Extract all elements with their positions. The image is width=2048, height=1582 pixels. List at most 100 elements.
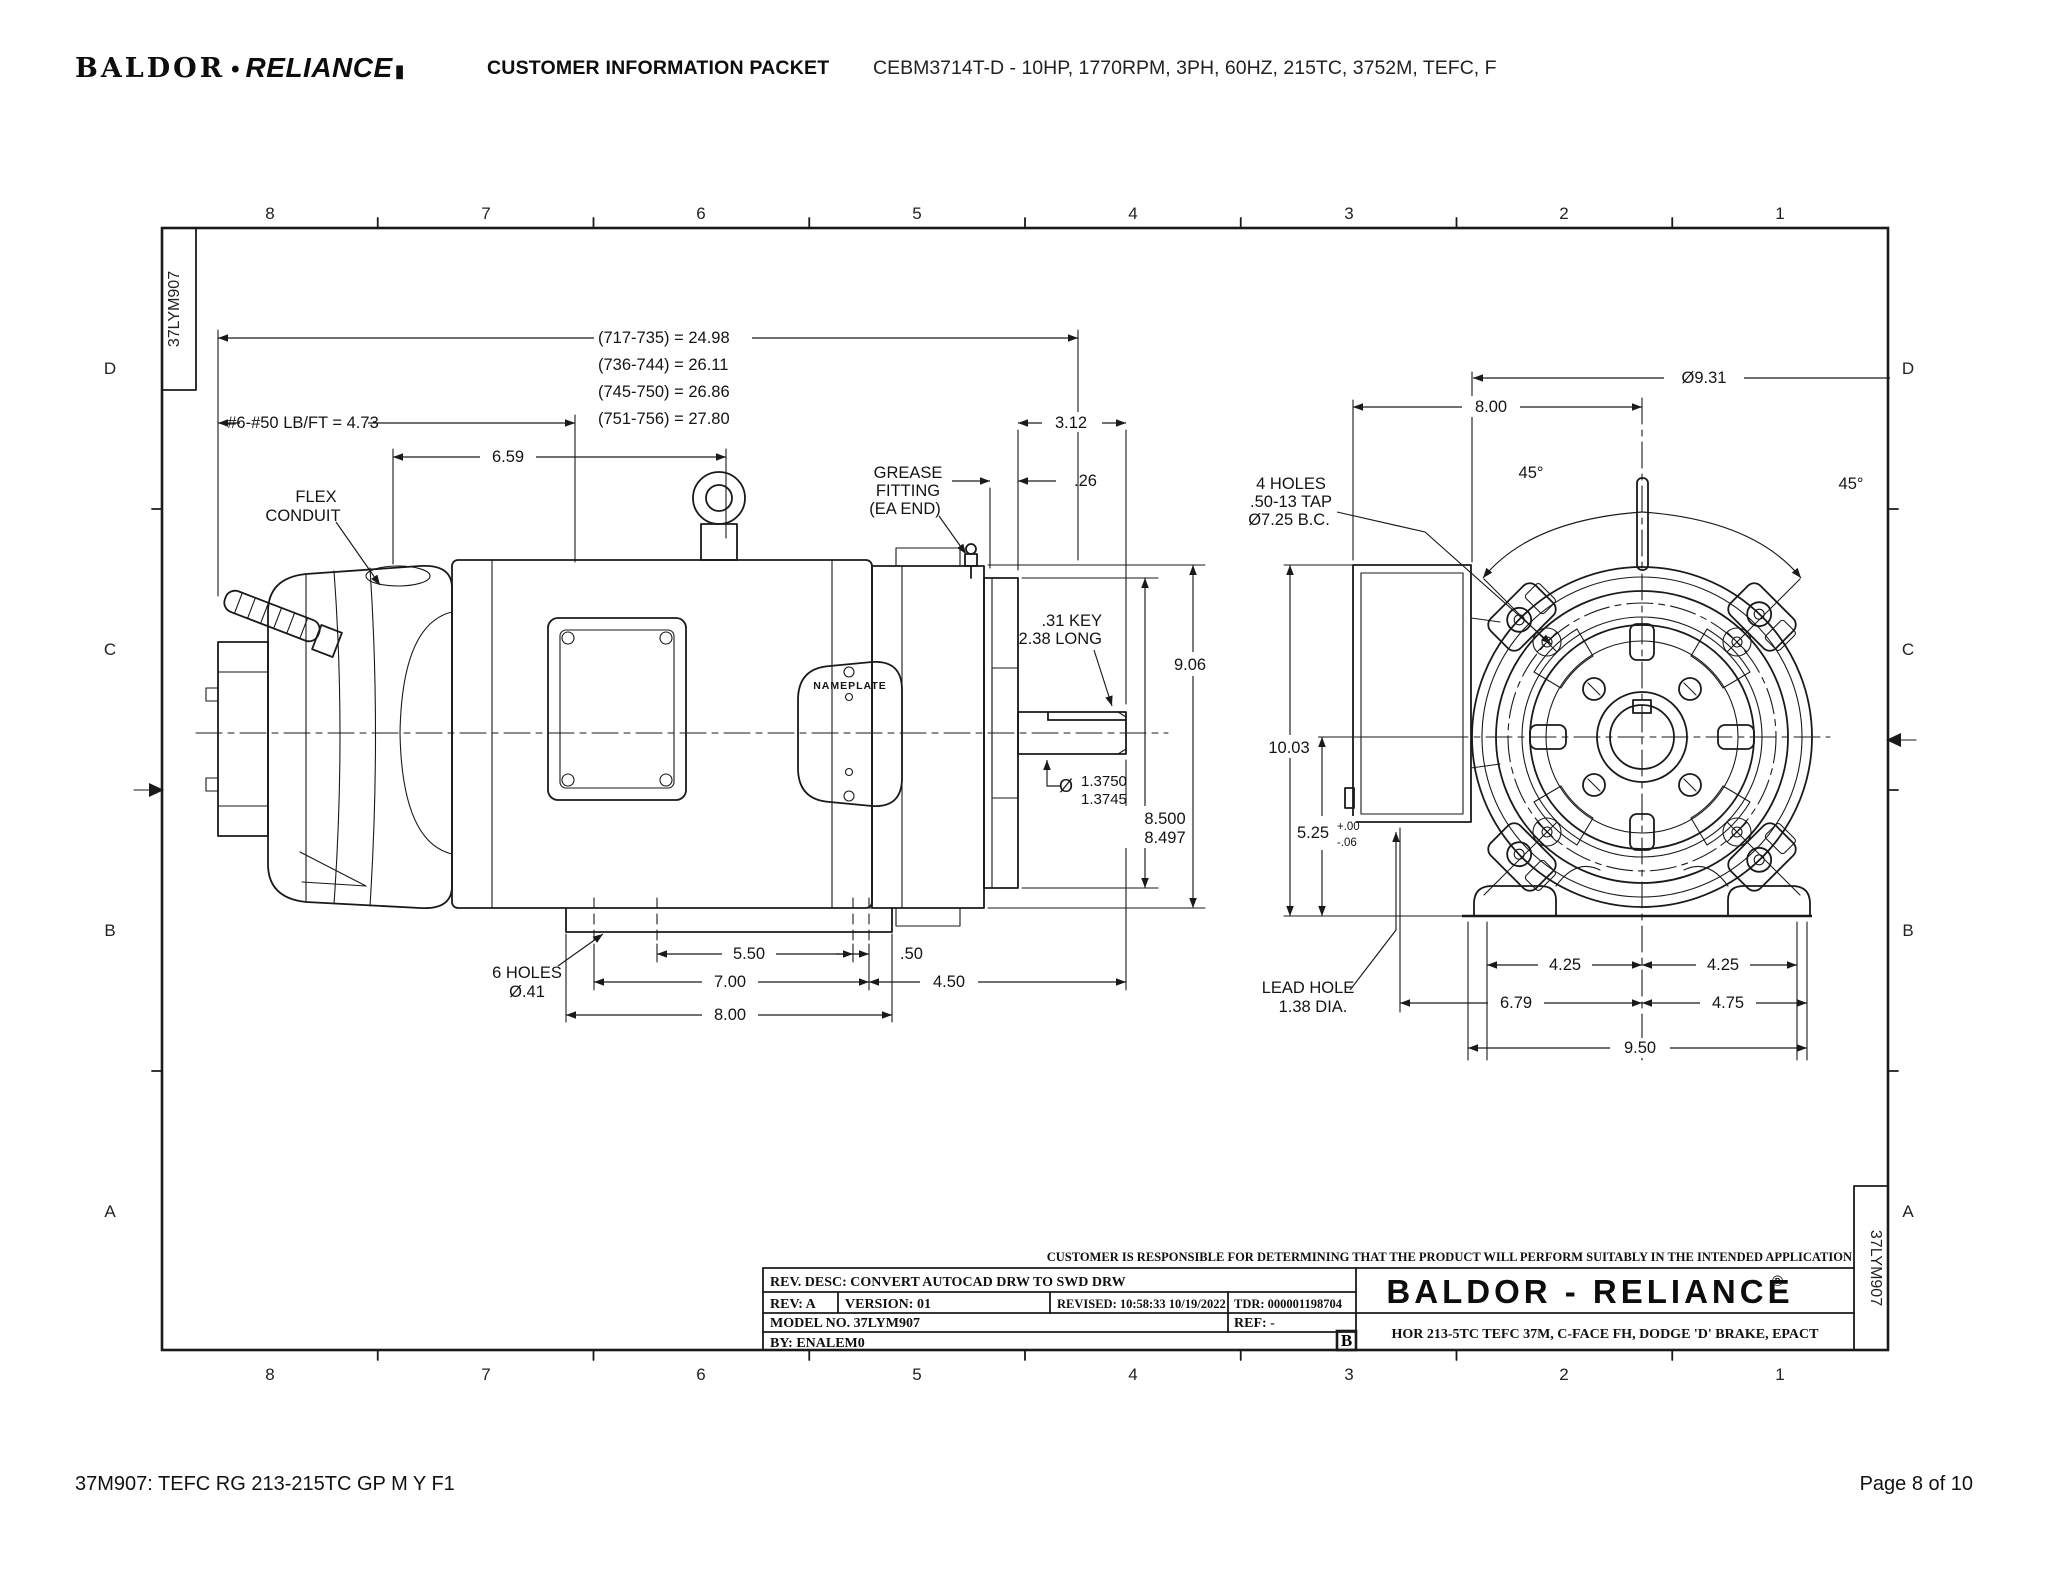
zone-col-label: 7 — [481, 1365, 490, 1384]
flex-conduit-label: CONDUIT — [265, 507, 340, 525]
lead-hole-label: 1.38 DIA. — [1279, 998, 1348, 1016]
dim-6-79: 6.79 — [1500, 994, 1532, 1012]
tap-holes-label: .50-13 TAP — [1250, 493, 1332, 511]
dim-3-12: 3.12 — [1055, 414, 1087, 432]
grease-fitting-part — [964, 543, 978, 579]
flex-conduit-label: FLEX — [295, 488, 336, 506]
dim-4-75: 4.75 — [1712, 994, 1744, 1012]
length-table-row: (717-735) = 24.98 — [598, 329, 730, 347]
doc-number-tag-bottom-right: 37LYM907 — [1853, 1185, 1889, 1351]
brand-reliance-text: RELIANCE — [245, 52, 393, 83]
zone-row-label: B — [1902, 921, 1913, 940]
zone-col-label: 8 — [265, 1365, 274, 1384]
zone-col-label: 4 — [1128, 204, 1137, 223]
key-label: 2.38 LONG — [1019, 630, 1102, 648]
key-label: .31 KEY — [1041, 612, 1102, 630]
dim-5-50: 5.50 — [733, 945, 765, 963]
dim-5-25-tol-minus: -.06 — [1337, 837, 1357, 849]
zone-row-label: B — [104, 921, 115, 940]
ref: REF: - — [1234, 1316, 1275, 1331]
length-table-row: (745-750) = 26.86 — [598, 383, 730, 401]
sheet-frame: 8 7 6 5 4 3 2 1 8 7 6 5 4 3 2 1 — [104, 204, 1917, 1384]
dim-5-25-tol-plus: +.00 — [1337, 821, 1360, 833]
version: VERSION: 01 — [845, 1297, 931, 1312]
zone-col-label: 1 — [1775, 1365, 1784, 1384]
dim-dia-9-31: Ø9.31 — [1682, 369, 1727, 387]
dim-4-50: 4.50 — [933, 973, 965, 991]
drawn-by: BY: ENALEM0 — [770, 1336, 865, 1351]
dim-8-00-front: 8.00 — [1475, 398, 1507, 416]
zone-row-label: C — [104, 640, 116, 659]
rev: REV: A — [770, 1297, 817, 1312]
zone-row-label: D — [104, 359, 116, 378]
shaft-diameter-lower: 1.3745 — [1081, 791, 1127, 808]
nameplate-label: NAMEPLATE — [813, 680, 887, 692]
dim-4-25-right: 4.25 — [1707, 956, 1739, 974]
dim-0-50: .50 — [900, 945, 923, 963]
footer-page-number: Page 8 of 10 — [1859, 1473, 1973, 1495]
zone-col-label: 8 — [265, 204, 274, 223]
zone-row-label: D — [1902, 359, 1914, 378]
pilot-diameter-upper: 8.500 — [1144, 810, 1185, 828]
zone-col-label: 7 — [481, 204, 490, 223]
zone-col-label: 3 — [1344, 1365, 1353, 1384]
base-holes-label: Ø.41 — [509, 983, 545, 1001]
zone-row-label: C — [1902, 640, 1914, 659]
doc-number: 37LYM907 — [1867, 1230, 1884, 1306]
side-view-drawing: NAMEPLATE — [195, 471, 1169, 945]
dim-10-03: 10.03 — [1268, 739, 1309, 757]
product-designation: CEBM3714T-D - 10HP, 1770RPM, 3PH, 60HZ, … — [873, 57, 1497, 79]
rev-desc: REV. DESC: CONVERT AUTOCAD DRW TO SWD DR… — [770, 1275, 1126, 1290]
registered-mark: ® — [1772, 1273, 1783, 1290]
zone-labels-left: D C B A — [104, 359, 116, 1221]
zone-row-label: A — [104, 1202, 116, 1221]
pilot-diameter-lower: 8.497 — [1144, 829, 1185, 847]
document-title: CUSTOMER INFORMATION PACKET — [487, 57, 830, 79]
grease-fitting-label: GREASE — [874, 464, 943, 482]
dim-4-25-left: 4.25 — [1549, 956, 1581, 974]
side-view-dimensions: (717-735) = 24.98 (736-744) = 26.11 (745… — [217, 326, 1222, 1025]
centering-arrow-icons — [133, 733, 1917, 797]
front-view-dimensions: Ø9.31 8.00 45° 45° 4 HOLES .50-13 TAP Ø7… — [1248, 366, 1890, 1061]
brand-dot-icon: • — [231, 56, 240, 83]
title-block-brand: BALDOR - RELIANCE — [1386, 1273, 1793, 1310]
zone-row-label: A — [1902, 1202, 1914, 1221]
sheet-size-letter: B — [1341, 1331, 1352, 1350]
zone-col-label: 4 — [1128, 1365, 1137, 1384]
zone-col-label: 5 — [912, 204, 921, 223]
footer-drawing-id: 37M907: TEFC RG 213-215TC GP M Y F1 — [75, 1473, 455, 1495]
cable-weight-label: #6-#50 LB/FT = 4.73 — [227, 414, 379, 432]
dim-9-06: 9.06 — [1174, 656, 1206, 674]
zone-col-label: 6 — [696, 1365, 705, 1384]
revised: REVISED: 10:58:33 10/19/2022 — [1057, 1297, 1226, 1311]
dim-45-right: 45° — [1839, 475, 1864, 493]
dim-45-left: 45° — [1519, 464, 1544, 482]
model-no: MODEL NO. 37LYM907 — [770, 1316, 920, 1331]
dim-7-00: 7.00 — [714, 973, 746, 991]
diameter-symbol: Ø — [1059, 776, 1073, 796]
shaft-diameter-upper: 1.3750 — [1081, 773, 1127, 790]
grease-fitting-label: FITTING — [876, 482, 940, 500]
brand-mark-icon: ▮ — [394, 61, 405, 81]
zone-col-label: 6 — [696, 204, 705, 223]
page-header: BALDOR•RELIANCE▮ CUSTOMER INFORMATION PA… — [0, 0, 2048, 100]
title-block: CUSTOMER IS RESPONSIBLE FOR DETERMINING … — [762, 1250, 1855, 1352]
dim-8-00: 8.00 — [714, 1006, 746, 1024]
c-face-holes — [1582, 677, 1702, 797]
brand-logo: BALDOR•RELIANCE▮ — [75, 52, 405, 84]
length-table-row: (751-756) = 27.80 — [598, 410, 730, 428]
tap-holes-label: 4 HOLES — [1256, 475, 1326, 493]
doc-number-tag-top-left: 37LYM907 — [161, 227, 197, 391]
zone-labels-bottom: 8 7 6 5 4 3 2 1 — [265, 1365, 1784, 1384]
zone-col-label: 2 — [1559, 204, 1568, 223]
dim-6-59: 6.59 — [492, 448, 524, 466]
zone-col-label: 1 — [1775, 204, 1784, 223]
dim-5-25: 5.25 — [1297, 824, 1329, 842]
zone-labels-top: 8 7 6 5 4 3 2 1 — [265, 204, 1784, 223]
zone-col-label: 2 — [1559, 1365, 1568, 1384]
drawing-description: HOR 213-5TC TEFC 37M, C-FACE FH, DODGE '… — [1391, 1327, 1819, 1342]
dim-0-26: .26 — [1074, 472, 1097, 490]
nameplate: NAMEPLATE — [797, 661, 903, 807]
